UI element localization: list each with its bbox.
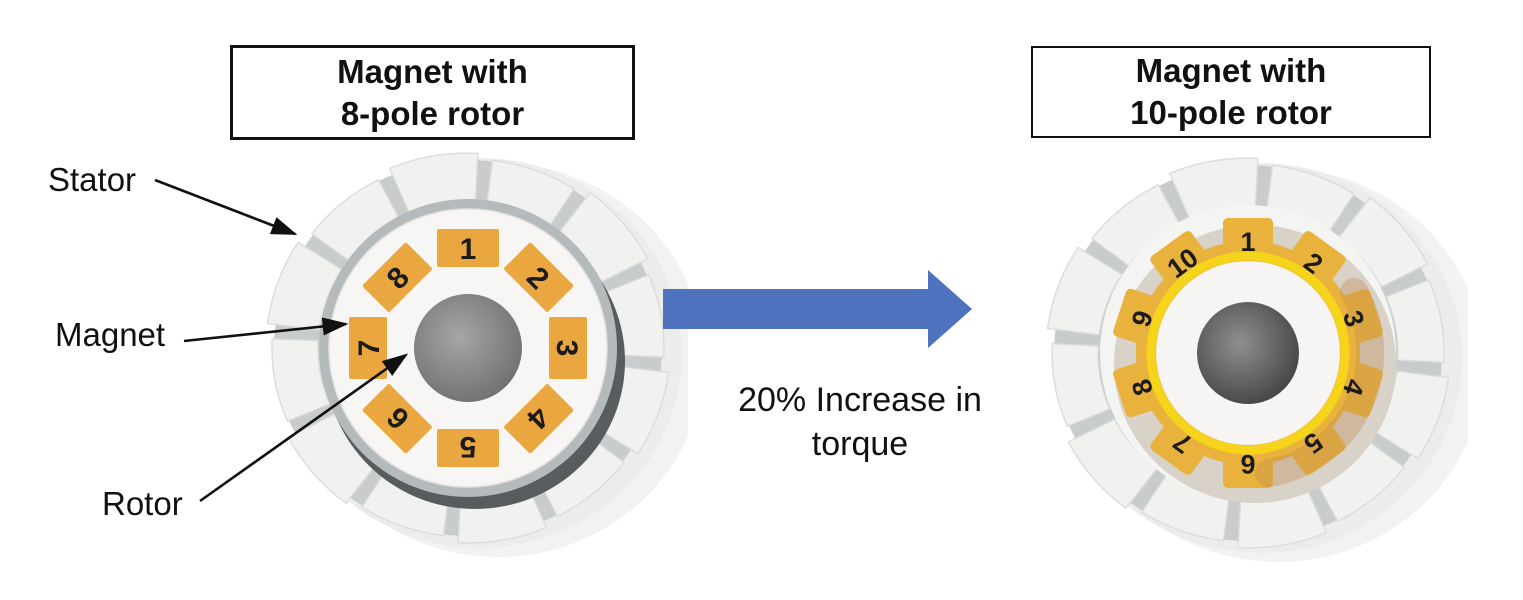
magnet-label: Magnet — [55, 316, 166, 353]
magnet-pole-8: 8 — [362, 242, 432, 312]
rotor-label: Rotor — [102, 485, 183, 522]
torque-caption-line1: 20% Increase in — [738, 381, 982, 419]
right-title-line1: Magnet with — [1135, 52, 1327, 89]
rotor-shaft-hole — [414, 294, 522, 402]
torque-caption: 20% Increase in torque — [710, 378, 1010, 466]
magnet-pole-2: 2 — [504, 242, 574, 312]
right-title-line2: 10-pole rotor — [1130, 94, 1332, 131]
stator-segment — [1046, 246, 1123, 336]
magnet-number: 1 — [1240, 227, 1255, 257]
magnet-pole-5 — [1284, 415, 1346, 475]
magnet-pole-5: 5 — [437, 429, 499, 467]
magnet-pole-7: 7 — [349, 317, 387, 379]
stator-segment — [1385, 278, 1445, 363]
stator-label: Stator — [48, 161, 137, 198]
magnet-pole-10 — [1150, 231, 1212, 291]
left-title-line1: Magnet with — [337, 52, 528, 90]
magnet-number: 6 — [1240, 449, 1255, 479]
torque-caption-line2: torque — [811, 425, 909, 463]
stator-segment — [266, 241, 343, 331]
left-title-box: Magnet with 8-pole rotor — [230, 45, 635, 140]
magnet-number: 3 — [550, 340, 583, 357]
magnet-pole-1: 1 — [437, 229, 499, 267]
magnet-pole-2 — [1284, 231, 1346, 291]
magnet-number: 7 — [353, 340, 386, 357]
bronze-tint — [1255, 278, 1385, 487]
magnet-pole-1 — [1223, 218, 1273, 260]
right-title-box: Magnet with 10-pole rotor — [1031, 46, 1431, 138]
magnet-pole-7 — [1150, 415, 1212, 475]
magnet-pole-4: 4 — [504, 384, 574, 454]
yellow-highlight-ring — [1146, 251, 1350, 455]
magnet-number: 1 — [460, 233, 477, 266]
transition-arrow — [663, 270, 972, 348]
stator-segments — [1046, 157, 1450, 549]
magnet-pole-3: 3 — [549, 317, 587, 379]
rotor-shaft-hole — [1197, 302, 1299, 404]
magnet-pole-6 — [1223, 446, 1273, 488]
magnet-number: 5 — [460, 430, 477, 463]
left-title-line2: 8-pole rotor — [340, 94, 525, 132]
stator-segment — [1051, 343, 1111, 428]
